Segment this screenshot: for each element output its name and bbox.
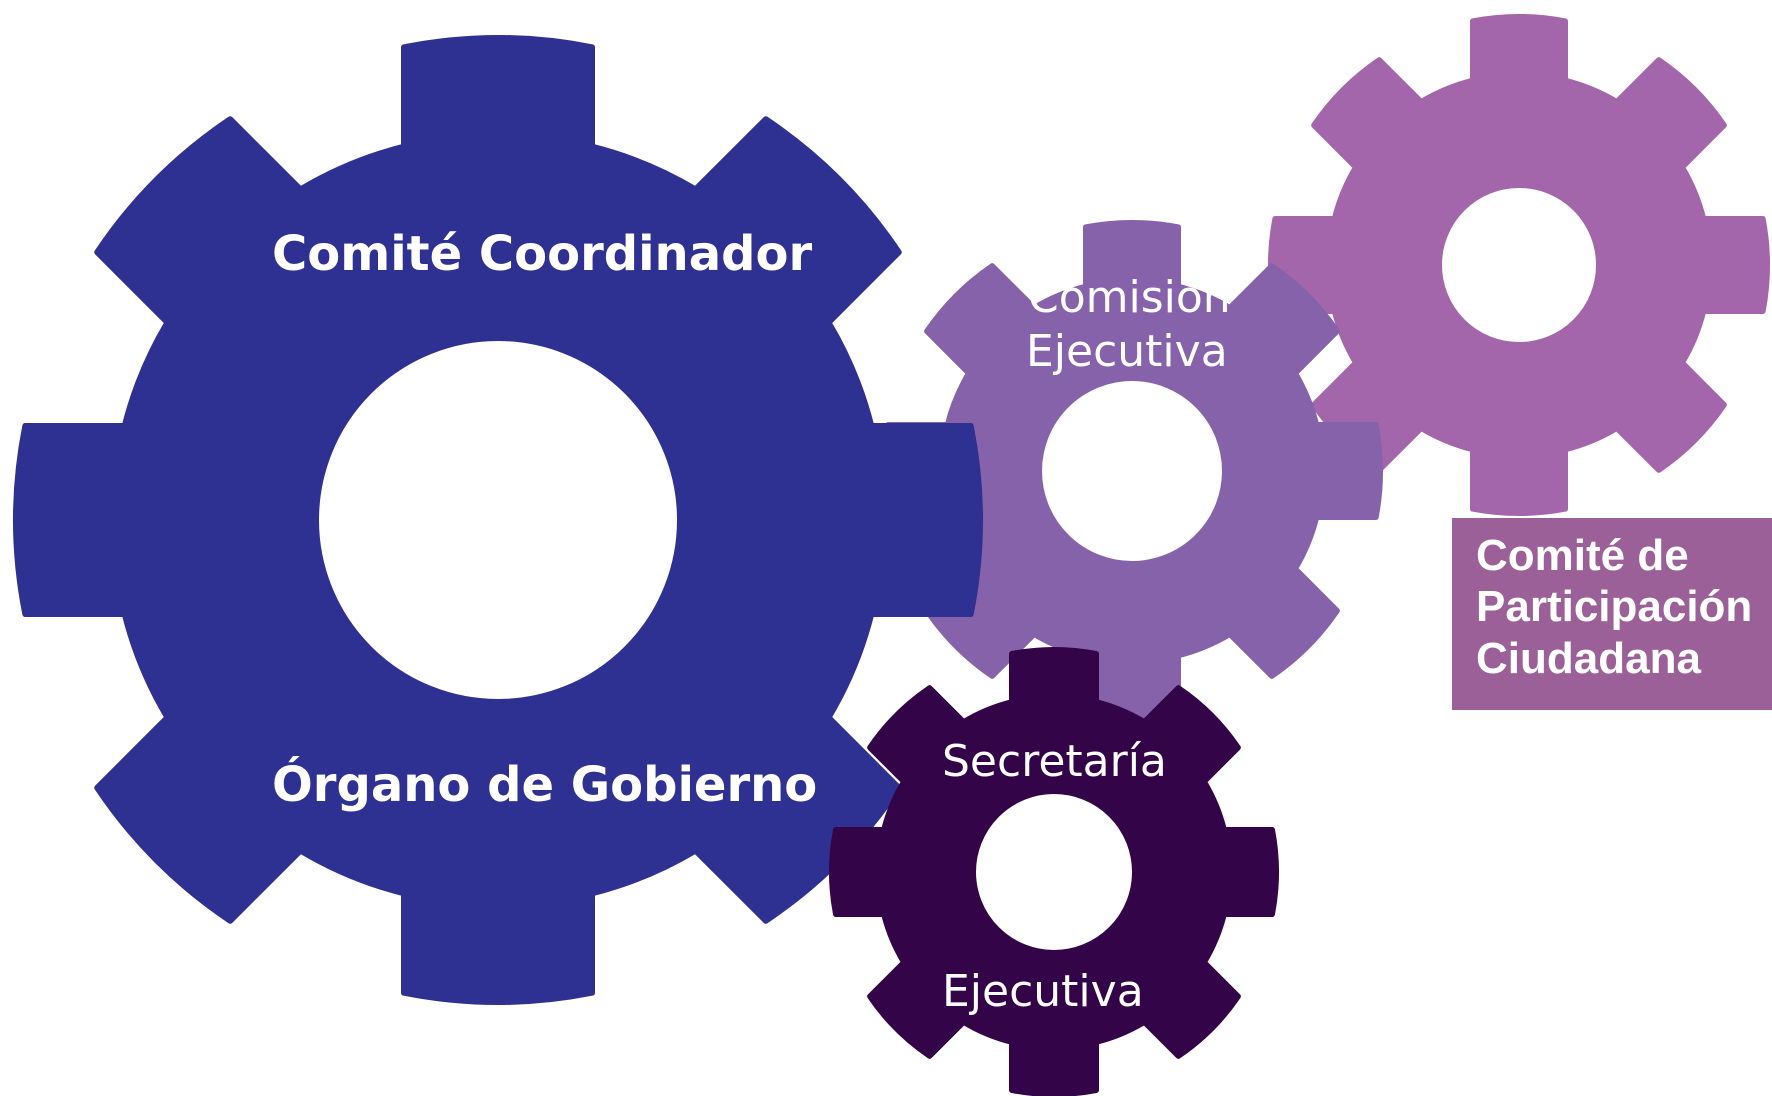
coordinador-gear (13, 35, 983, 1005)
comite-coordinador-label: Comité Coordinador (272, 226, 813, 282)
participacion-line1: Comité de (1476, 531, 1689, 580)
organo-de-gobierno-label: Órgano de Gobierno (272, 757, 818, 813)
participacion-line2: Participación (1476, 582, 1753, 632)
comision-label-line1: Comisión (1028, 272, 1231, 323)
secretaria-label-bottom: Ejecutiva (942, 966, 1144, 1017)
secretaria-gear (829, 647, 1279, 1096)
comite-participacion-box: Comité de Participación Ciudadana (1452, 518, 1772, 710)
participacion-line3: Ciudadana (1476, 633, 1701, 683)
participacion-box-background (1452, 518, 1772, 710)
secretaria-label-top: Secretaría (942, 736, 1167, 787)
participacion-gear (1267, 13, 1771, 517)
comision-label-line2: Ejecutiva (1026, 326, 1228, 377)
